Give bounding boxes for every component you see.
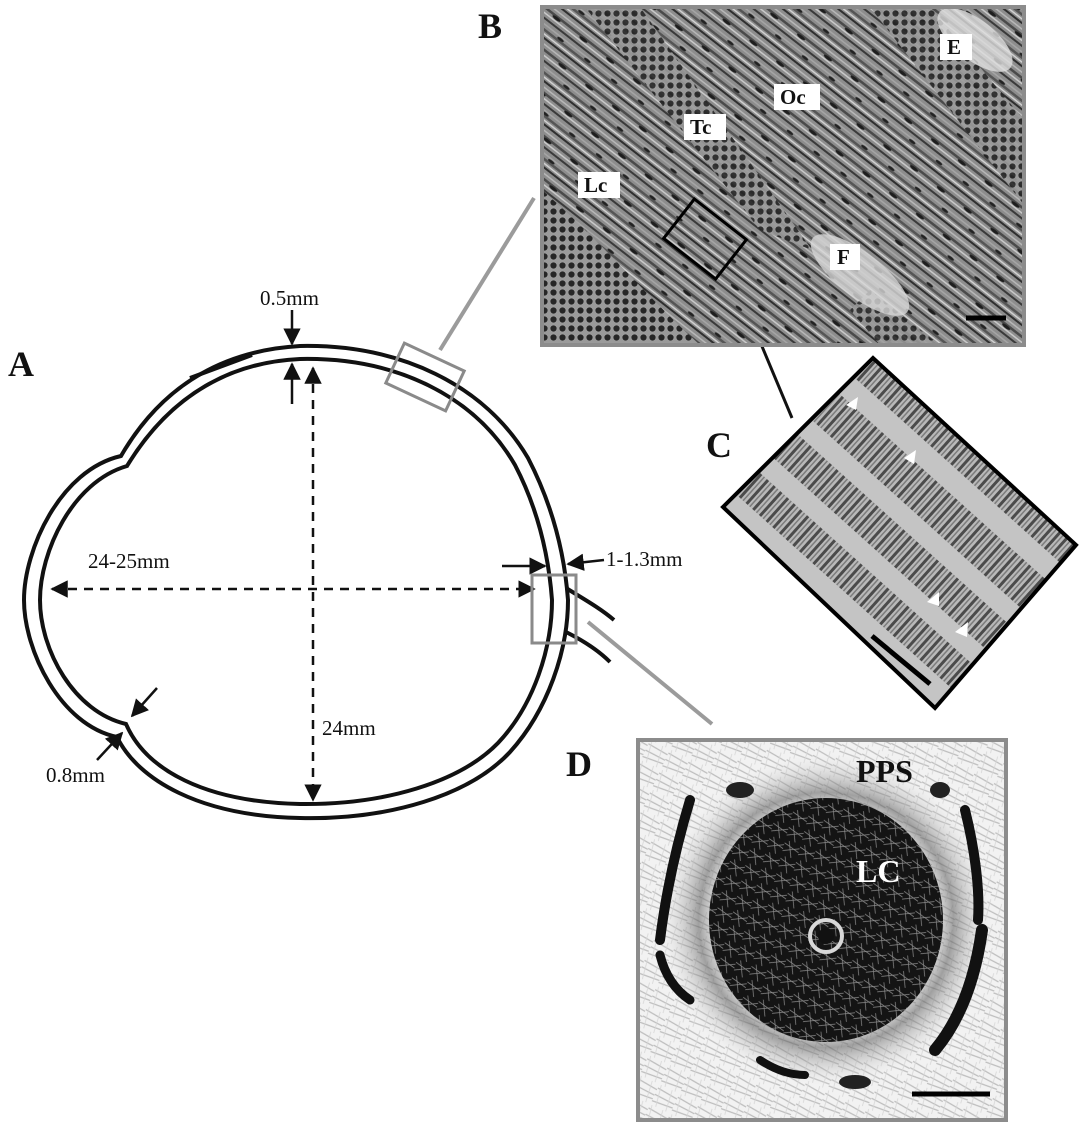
- posterior-thickness-label: 1-1.3mm: [606, 547, 682, 571]
- panel-d-micrograph: [638, 740, 1006, 1120]
- eye-outer-outline: [21, 343, 571, 821]
- label-lc-cribrosa: LC: [856, 853, 900, 889]
- inset-box-b: [383, 341, 467, 413]
- panel-d-border: [636, 738, 1008, 1122]
- panel-d-letter: D: [566, 744, 592, 784]
- connector-a-to-d: [586, 620, 714, 726]
- anterior-thickness-arrow-upper: [130, 687, 158, 718]
- panel-a-letter: A: [8, 344, 34, 384]
- arrowhead-marker-2: [904, 450, 916, 464]
- anterior-thickness-label: 0.8mm: [46, 763, 105, 787]
- sclera-edge-mark: [189, 353, 253, 380]
- optic-nerve-upper: [564, 586, 616, 622]
- arrowhead-marker-4: [955, 622, 968, 637]
- inset-box-d: [530, 573, 578, 645]
- panel-b-border: [540, 5, 1026, 347]
- arrowhead-marker-1: [846, 397, 858, 410]
- anterior-thickness-arrow-lower: [96, 731, 124, 761]
- arrowhead-marker-3: [927, 592, 939, 606]
- panel-c-scale-bar: [870, 634, 932, 686]
- connector-a-to-b: [438, 196, 536, 352]
- horizontal-diameter-label: 24-25mm: [88, 549, 170, 573]
- panel-b-micrograph: [542, 7, 1024, 345]
- label-tc: Tc: [690, 115, 711, 139]
- label-e: E: [947, 35, 961, 59]
- vertical-diameter-label: 24mm: [322, 716, 376, 740]
- label-f: F: [837, 245, 850, 269]
- label-pps: PPS: [856, 753, 913, 789]
- optic-nerve-lower: [565, 630, 612, 664]
- panel-c-letter: C: [706, 425, 732, 465]
- panel-c-micrograph: [723, 358, 1076, 708]
- panel-b-letter: B: [478, 6, 502, 46]
- label-lc-lamina: Lc: [584, 173, 607, 197]
- posterior-thickness-arrow-right: [566, 553, 605, 571]
- panel-d: D PPS LC: [566, 738, 1008, 1122]
- panel-c: C: [706, 355, 1079, 711]
- eye-inner-outline: [37, 356, 555, 807]
- panel-a: A 0.5mm 24-25mm 1-1.3mm 24mm 0.8mm: [8, 286, 682, 821]
- label-oc: Oc: [780, 85, 806, 109]
- panel-b: B E Oc Tc Lc F: [478, 5, 1026, 347]
- top-thickness-label: 0.5mm: [260, 286, 319, 310]
- panel-c-border: [720, 355, 1079, 711]
